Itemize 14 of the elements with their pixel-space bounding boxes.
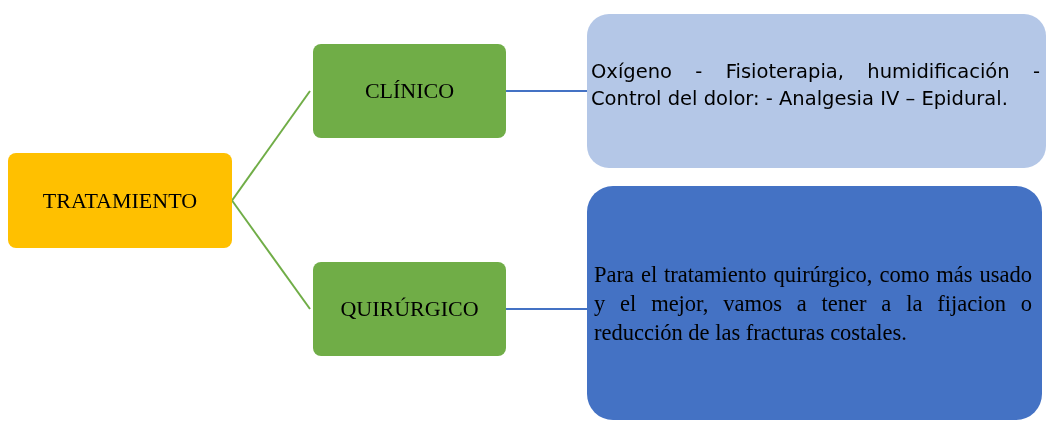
node-text: CLÍNICO <box>364 78 455 104</box>
description-box <box>587 186 1042 420</box>
category-box <box>313 44 506 138</box>
node-text: TRATAMIENTO <box>42 187 198 214</box>
category-box <box>8 153 232 248</box>
connector-line <box>505 90 588 92</box>
node-text: Oxígeno - Fisioterapia, humidificación - Control del dolor: - Analgesia IV – Epidural. <box>590 59 1041 112</box>
connector-line <box>505 308 588 310</box>
node-text: QUIRÚRGICO <box>340 296 479 322</box>
connector-line <box>231 90 311 202</box>
category-box <box>313 262 506 356</box>
connector-line <box>231 199 311 310</box>
node-text: Para el tratamiento quirúrgico, como más usado y el mejor, vamos a tener a la fijacion o reducción de las fracturas costales. <box>593 260 1033 347</box>
description-box <box>587 14 1046 168</box>
